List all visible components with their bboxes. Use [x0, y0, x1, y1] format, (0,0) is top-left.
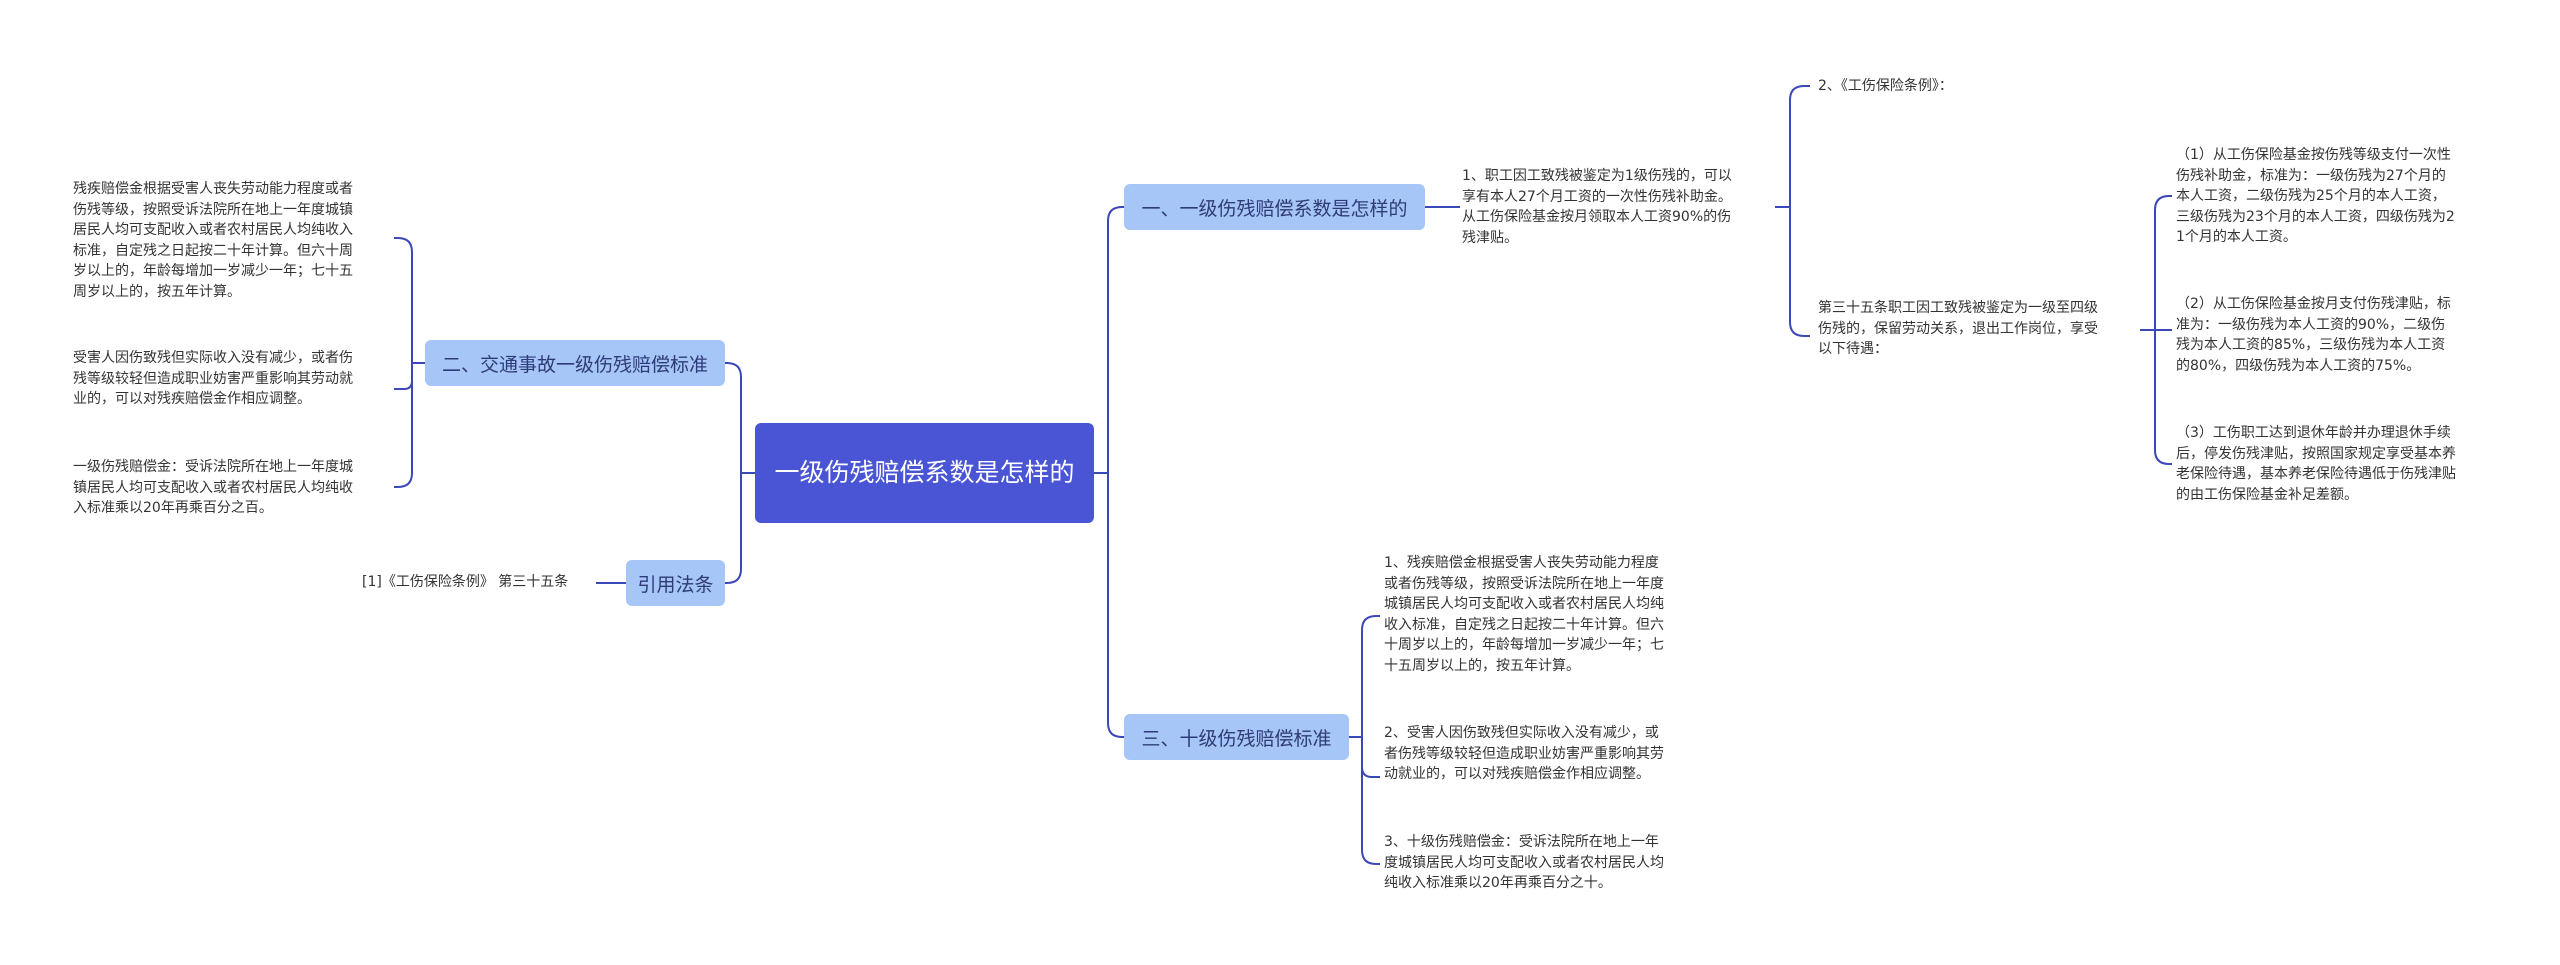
leaf-cited-regulation: [1]《工伤保险条例》 第三十五条 [362, 574, 569, 590]
leaf-traffic-3: 一级伤残赔偿金：受诉法院所在地上一年度城 镇居民人均可支配收入或者农村居民人均纯… [73, 459, 353, 516]
leaf-traffic-1: 残疾赔偿金根据受害人丧失劳动能力程度或者 伤残等级，按照受诉法院所在地上一年度城… [73, 181, 353, 300]
branch-label: 二、交通事故一级伤残赔偿标准 [441, 353, 708, 376]
leaf-tenth-degree-2: 2、受害人因伤致残但实际收入没有减少，或 者伤残等级较轻但造成职业妨害严重影响其… [1384, 725, 1664, 782]
branch-tenth-degree-standard[interactable]: 三、十级伤残赔偿标准 [1124, 714, 1349, 760]
root-topic[interactable]: 一级伤残赔偿系数是怎样的 [755, 423, 1094, 523]
leaf-first-degree-benefits: 1、职工因工致残被鉴定为1级伤残的，可以 享有本人27个月工资的一次性伤残补助金… [1462, 168, 1732, 246]
leaf-tenth-degree-1: 1、残疾赔偿金根据受害人丧失劳动能力程度 或者伤残等级，按照受诉法院所在地上一年… [1384, 555, 1664, 674]
leaf-article-35-item-3: （3）工伤职工达到退休年龄并办理退休手续 后，停发伤残津贴，按照国家规定享受基本… [2176, 425, 2456, 503]
leaf-tenth-degree-3: 3、十级伤残赔偿金：受诉法院所在地上一年 度城镇居民人均可支配收入或者农村居民人… [1384, 834, 1664, 891]
branch-first-degree-coefficient[interactable]: 一、一级伤残赔偿系数是怎样的 [1124, 184, 1425, 230]
branch-cited-law[interactable]: 引用法条 [626, 560, 725, 606]
leaf-regulation-title: 2、《工伤保险条例》： [1818, 78, 1953, 94]
branch-label: 一、一级伤残赔偿系数是怎样的 [1141, 197, 1408, 220]
leaf-article-35: 第三十五条职工因工致残被鉴定为一级至四级 伤残的，保留劳动关系，退出工作岗位，享… [1818, 300, 2098, 357]
branch-traffic-accident-standard[interactable]: 二、交通事故一级伤残赔偿标准 [425, 340, 725, 386]
branch-label: 三、十级伤残赔偿标准 [1141, 727, 1332, 750]
branch-label: 引用法条 [637, 573, 714, 596]
leaf-article-35-item-1: （1）从工伤保险基金按伤残等级支付一次性 伤残补助金，标准为：一级伤残为27个月… [2176, 147, 2455, 245]
leaf-traffic-2: 受害人因伤致残但实际收入没有减少，或者伤 残等级较轻但造成职业妨害严重影响其劳动… [73, 350, 353, 407]
leaf-article-35-item-2: （2）从工伤保险基金按月支付伤残津贴，标 准为：一级伤残为本人工资的90%，二级… [2176, 296, 2451, 374]
root-topic-label: 一级伤残赔偿系数是怎样的 [774, 458, 1075, 487]
